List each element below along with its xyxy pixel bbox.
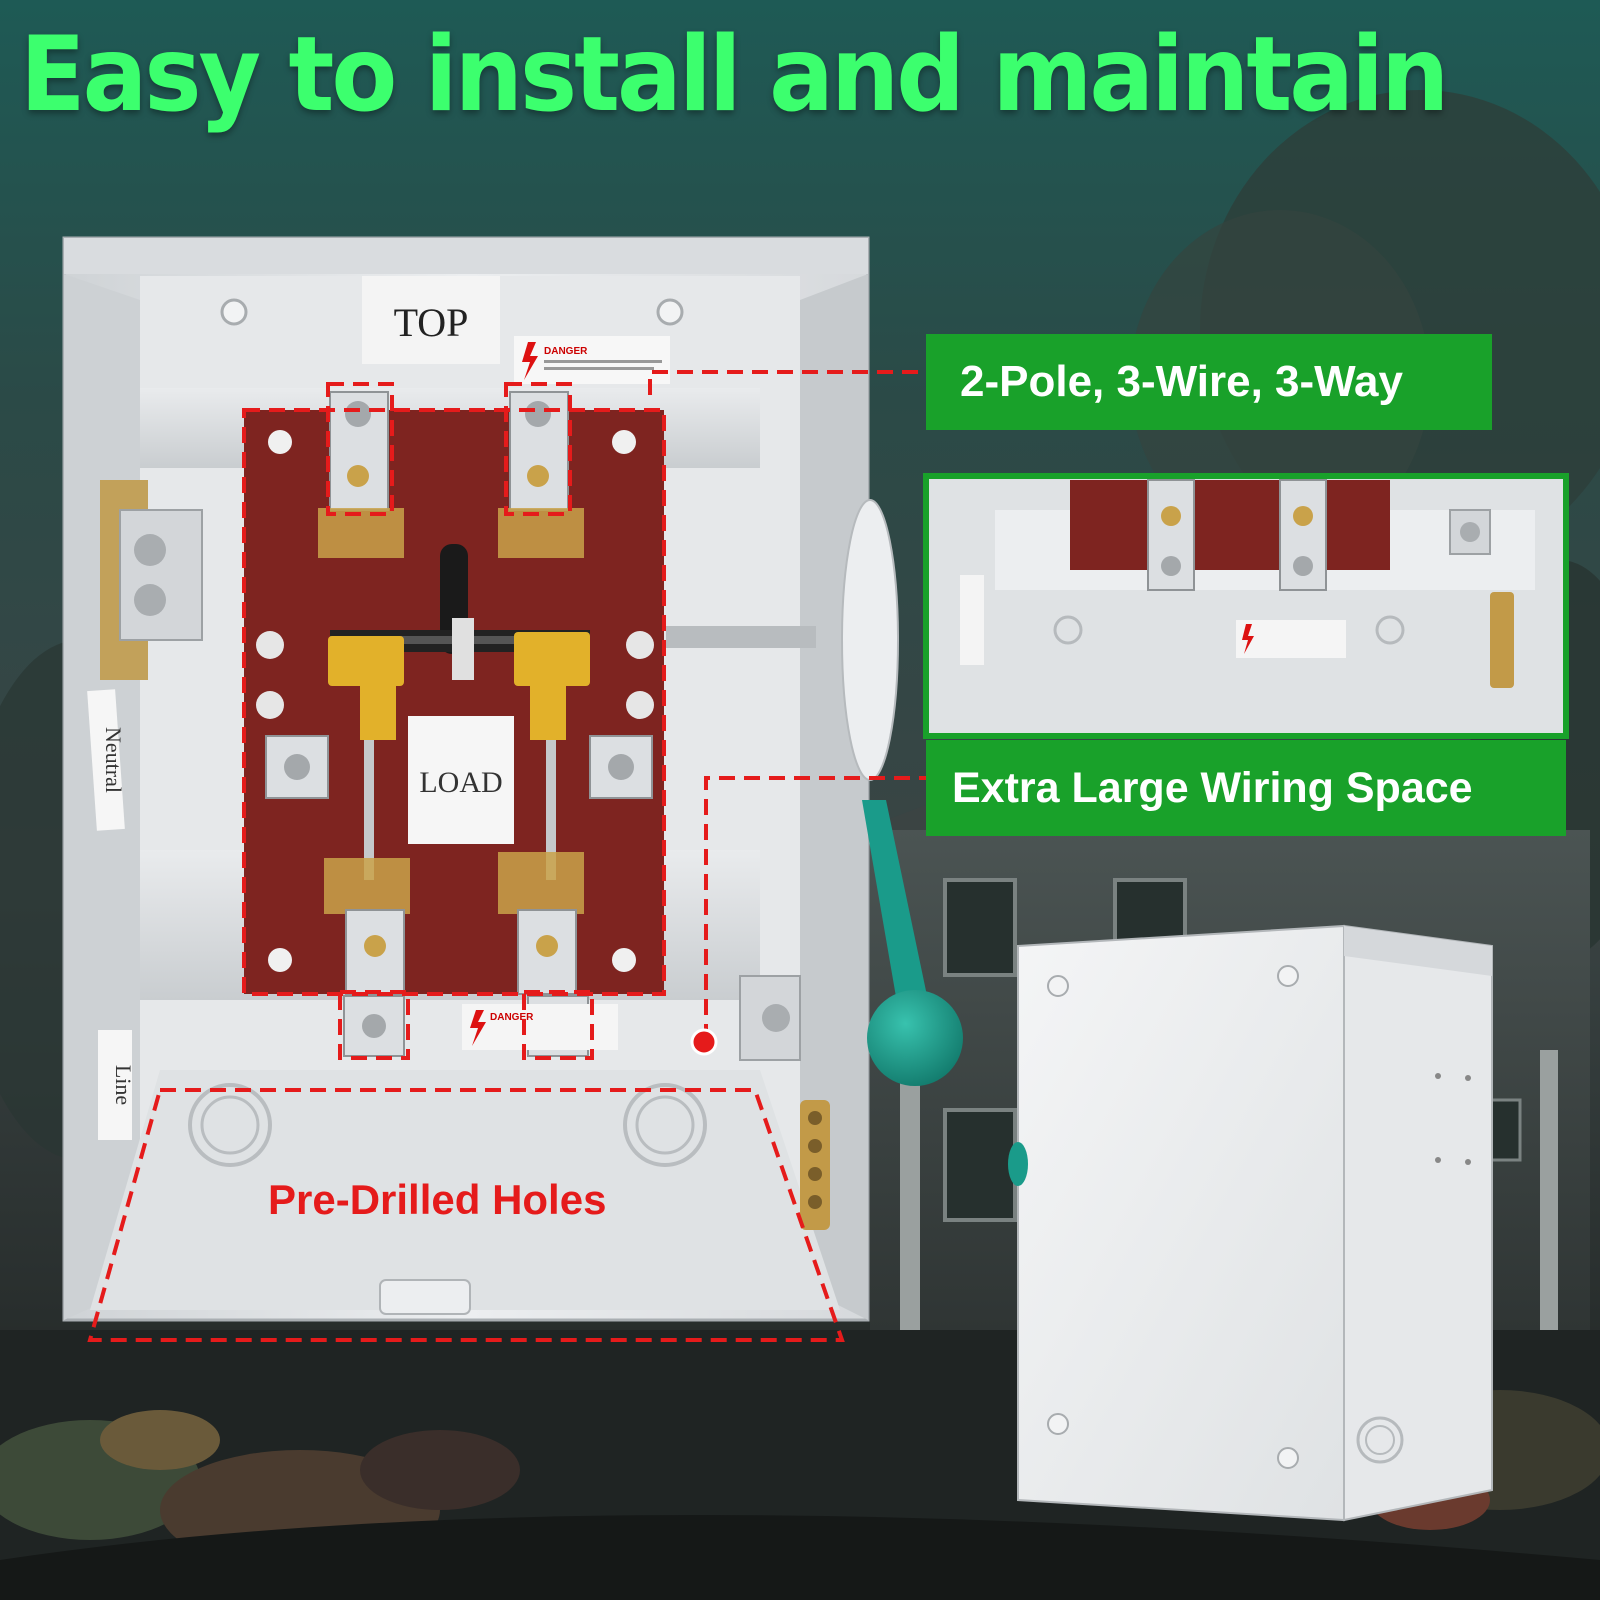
- switch-mechanism: [328, 544, 816, 740]
- inset-wiring-detail: [923, 473, 1569, 739]
- callout-pole-spec: 2-Pole, 3-Wire, 3-Way: [926, 334, 1492, 430]
- ground-bar: [739, 975, 830, 1230]
- marker-dot: [690, 1028, 718, 1056]
- load-terminals: LOAD: [265, 716, 653, 880]
- danger-label-bottom: DANGER: [490, 1012, 534, 1023]
- danger-label-top: DANGER: [544, 346, 588, 357]
- neutral-label: Neutral: [101, 727, 126, 793]
- callout-wiring-space-text: Extra Large Wiring Space: [952, 763, 1473, 812]
- callout-pole-spec-text: 2-Pole, 3-Wire, 3-Way: [960, 357, 1403, 406]
- load-label: LOAD: [419, 766, 502, 799]
- closed-enclosure: [1008, 924, 1493, 1522]
- callout-pre-drilled-holes: Pre-Drilled Holes: [268, 1176, 607, 1223]
- upper-terminals: [318, 391, 584, 558]
- highlight-overlays: [87, 370, 926, 1342]
- headline: Easy to install and maintain: [20, 14, 1449, 135]
- operating-handle: [841, 499, 963, 1086]
- line-label: Line: [111, 1065, 136, 1105]
- callout-wiring-space: Extra Large Wiring Space: [926, 740, 1566, 836]
- top-label: TOP: [394, 300, 469, 345]
- switch-backplate: [244, 410, 664, 994]
- lower-terminals: DANGER: [324, 852, 618, 1057]
